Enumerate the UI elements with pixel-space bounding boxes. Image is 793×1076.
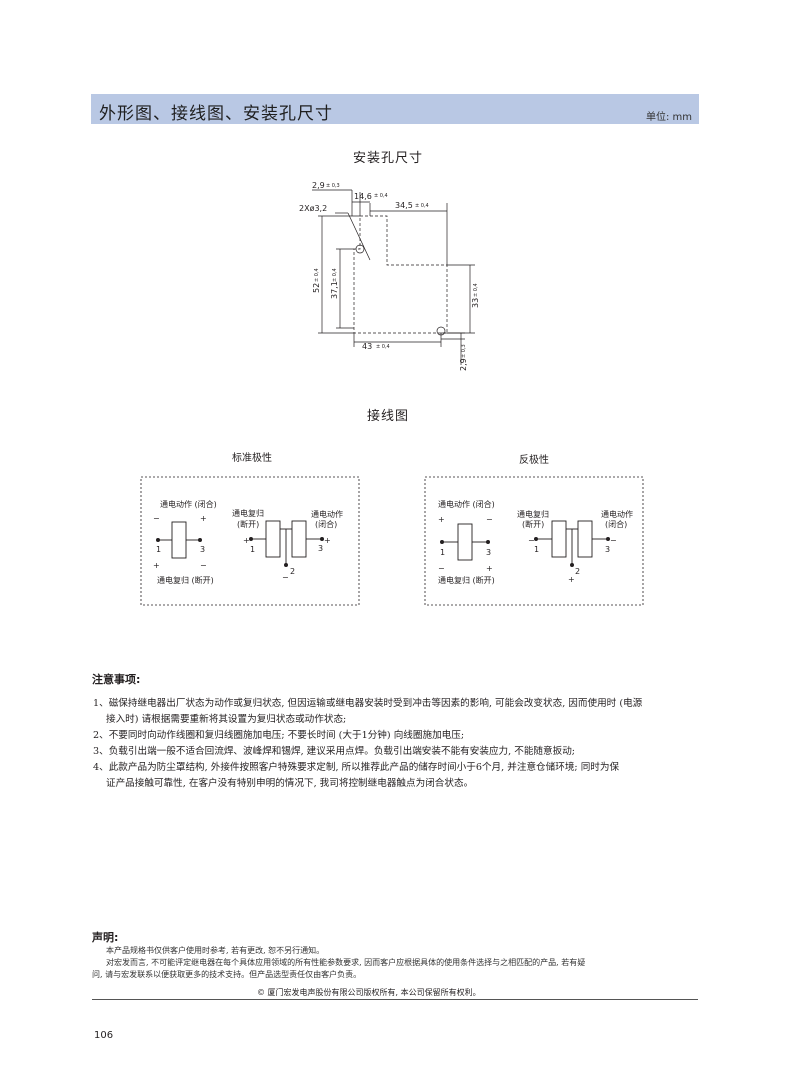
note-line: 1、磁保持继电器出厂状态为动作或复归状态, 但因运输或继电器安装时受到冲击等因素… [93, 698, 643, 709]
standard-polarity-label: 标准极性 [232, 453, 272, 464]
rev-reset-l2: (断开) [522, 519, 544, 529]
rev-plus-bottom: + [486, 564, 493, 573]
dim-43-tol: ± 0,4 [376, 344, 390, 350]
std-reset-l2: (断开) [237, 519, 259, 529]
note-line: 2、不要同时向动作线圈和复归线圈施加电压; 不要长时间 (大于1分钟) 向线圈施… [93, 730, 465, 741]
rev-dual-pin1: 1 [534, 545, 539, 554]
std-dual-pin3: 3 [318, 544, 323, 553]
hole-dia-label: 2Xø3,2 [299, 204, 327, 213]
note-line: 4、此款产品为防尘罩结构, 外接件按照客户特殊要求定制, 所以推荐此产品的储存时… [93, 762, 620, 773]
note-line: 3、负载引出端一般不适合回流焊、波峰焊和锡焊, 建议采用点焊。负载引出端安装不能… [93, 746, 576, 757]
reverse-polarity-diagram: 通电动作 (闭合) + − 1 3 − + 通电复归 (断开) 通电复归 (断开… [424, 476, 644, 606]
std-set-l1: 通电动作 [311, 509, 343, 519]
dim-52-tol: ± 0,4 [314, 268, 320, 282]
rev-reset-l1: 通电复归 [517, 509, 549, 519]
copyright-notice: © 厦门宏发电声股份有限公司版权所有, 本公司保留所有权利。 [257, 988, 481, 997]
footer-divider [92, 999, 698, 1000]
std-dual-pin2: 2 [290, 567, 295, 576]
dim-37-1-tol: ± 0,4 [332, 268, 338, 282]
page-number: 106 [94, 1030, 114, 1041]
rev-plus-top: + [438, 515, 445, 524]
std-dual-pin1: 1 [250, 545, 255, 554]
rev-set-l2: (闭合) [605, 519, 627, 529]
dim-33-tol: ± 0,4 [473, 283, 479, 297]
rev-dual-minus-left: − [528, 536, 535, 545]
section-header-bar [91, 94, 699, 124]
std-plus-bottom: + [153, 561, 160, 570]
std-pin1: 1 [156, 545, 161, 554]
declaration-line: 问, 请与宏发联系以便获取更多的技术支持。但产品选型责任仅由客户负责。 [92, 970, 362, 979]
mounting-hole-drawing: 2,9 ± 0,3 14,6 ± 0,4 2Xø3,2 34,5 ± 0,4 4… [299, 181, 480, 371]
standard-polarity-diagram: 通电动作 (闭合) − + 1 3 + − 通电复归 (断开) 通电复归 (断开… [140, 476, 360, 606]
rev-minus-top: − [486, 515, 493, 524]
std-set-label: 通电动作 (闭合) [160, 499, 217, 509]
reverse-polarity-label: 反极性 [519, 455, 549, 466]
rev-dual-plus: + [568, 575, 575, 584]
rev-pin1: 1 [440, 548, 445, 557]
rev-minus-bottom: − [438, 564, 445, 573]
notes-title: 注意事项: [92, 673, 141, 686]
dim-34-5-tol: ± 0,4 [415, 203, 429, 209]
std-minus-bottom: − [200, 561, 207, 570]
std-pin3: 3 [200, 545, 205, 554]
std-dual-plus-left: + [243, 536, 250, 545]
dim-52: 52 [312, 283, 321, 293]
std-reset-l1: 通电复归 [232, 508, 264, 518]
dim-43: 43 [362, 342, 372, 351]
rev-set-l1: 通电动作 [601, 509, 633, 519]
wiring-title: 接线图 [367, 409, 410, 424]
dim-34-5: 34,5 [395, 201, 413, 210]
dim-2-9-top-tol: ± 0,3 [326, 183, 340, 189]
dim-33: 33 [471, 298, 480, 308]
rev-set-label: 通电动作 (闭合) [438, 499, 495, 509]
note-line: 接入时) 请根据需要重新将其设置为复归状态或动作状态; [106, 714, 347, 725]
unit-label: 单位: mm [646, 112, 693, 123]
std-dual-minus: − [282, 573, 289, 582]
std-reset-label: 通电复归 (断开) [157, 575, 214, 585]
rev-dual-minus-right: − [610, 536, 617, 545]
std-minus-top: − [153, 514, 160, 523]
dim-2-9-bottom: 2,9 [459, 358, 468, 371]
std-plus-top: + [200, 514, 207, 523]
std-set-l2: (闭合) [315, 519, 337, 529]
mounting-title: 安装孔尺寸 [353, 151, 424, 166]
rev-reset-label: 通电复归 (断开) [438, 575, 495, 585]
declaration-line: 本产品规格书仅供客户使用时参考, 若有更改, 恕不另行通知。 [106, 946, 325, 955]
section-title: 外形图、接线图、安装孔尺寸 [99, 104, 333, 124]
dim-37-1: 37,1 [330, 281, 339, 299]
std-dual-plus-right: + [324, 536, 331, 545]
note-line: 证产品接触可靠性, 在客户没有特别申明的情况下, 我司将控制继电器触点为闭合状态… [106, 778, 474, 789]
dim-14-6: 14,6 [354, 192, 372, 201]
dim-2-9-bottom-tol: ± 0,3 [461, 344, 467, 358]
rev-dual-pin3: 3 [605, 545, 610, 554]
declaration-title: 声明: [92, 931, 119, 944]
rev-pin3: 3 [486, 548, 491, 557]
rev-dual-pin2: 2 [575, 567, 580, 576]
dim-14-6-tol: ± 0,4 [374, 193, 388, 199]
dim-2-9-top: 2,9 [312, 181, 325, 190]
declaration-line: 对宏发而言, 不可能评定继电器在每个具体应用领域的所有性能参数要求, 因而客户应… [106, 958, 586, 967]
